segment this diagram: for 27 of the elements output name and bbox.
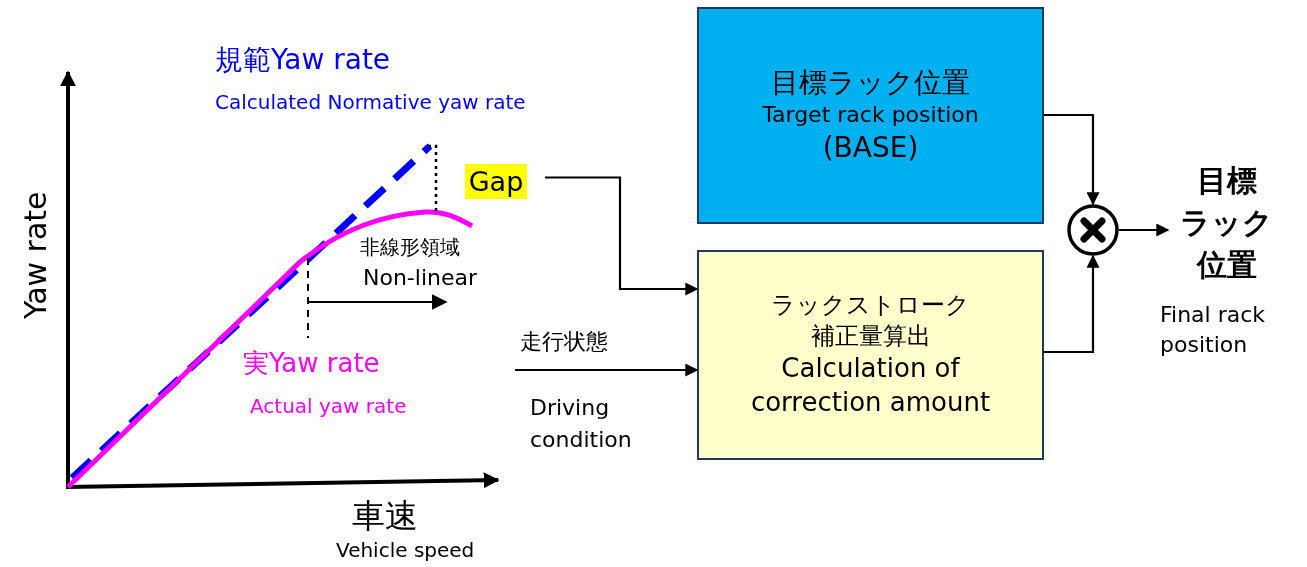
region-label: Non-linear xyxy=(363,265,478,291)
process-box xyxy=(697,250,1044,460)
arrow xyxy=(1044,113,1100,206)
box-text: Calculation of correction amount xyxy=(749,352,992,420)
arrow xyxy=(515,363,699,377)
region-label: 非線形領域 xyxy=(360,236,460,259)
edge-label: 走行状態 xyxy=(520,329,608,356)
box-heading: ラックストローク補正量算出 xyxy=(770,290,971,353)
output-heading: 目標ラック位置 xyxy=(1180,162,1273,284)
multiply-symbol xyxy=(1067,204,1119,256)
chart-title: 規範Yaw rate xyxy=(215,44,391,77)
output-text: Final rack position xyxy=(1160,301,1267,359)
input-label: Driving condition xyxy=(530,394,633,454)
arrow xyxy=(1044,254,1100,354)
box-text: (BASE) xyxy=(822,129,919,166)
gap-label: Gap xyxy=(465,164,527,199)
chart-subtitle: Calculated Normative yaw rate xyxy=(215,91,526,114)
axis-label: Yaw rate xyxy=(18,191,54,320)
curve-label: 実Yaw rate xyxy=(243,349,380,379)
curve-label: Actual yaw rate xyxy=(250,395,407,418)
process-box xyxy=(697,7,1044,224)
box-text: Target rack position xyxy=(762,101,979,130)
arrow xyxy=(1119,223,1170,237)
axis-label: Vehicle speed xyxy=(336,539,475,562)
arrow xyxy=(545,176,699,296)
axis-label: 車速 xyxy=(352,497,418,535)
box-heading: 目標ラック位置 xyxy=(771,64,970,101)
